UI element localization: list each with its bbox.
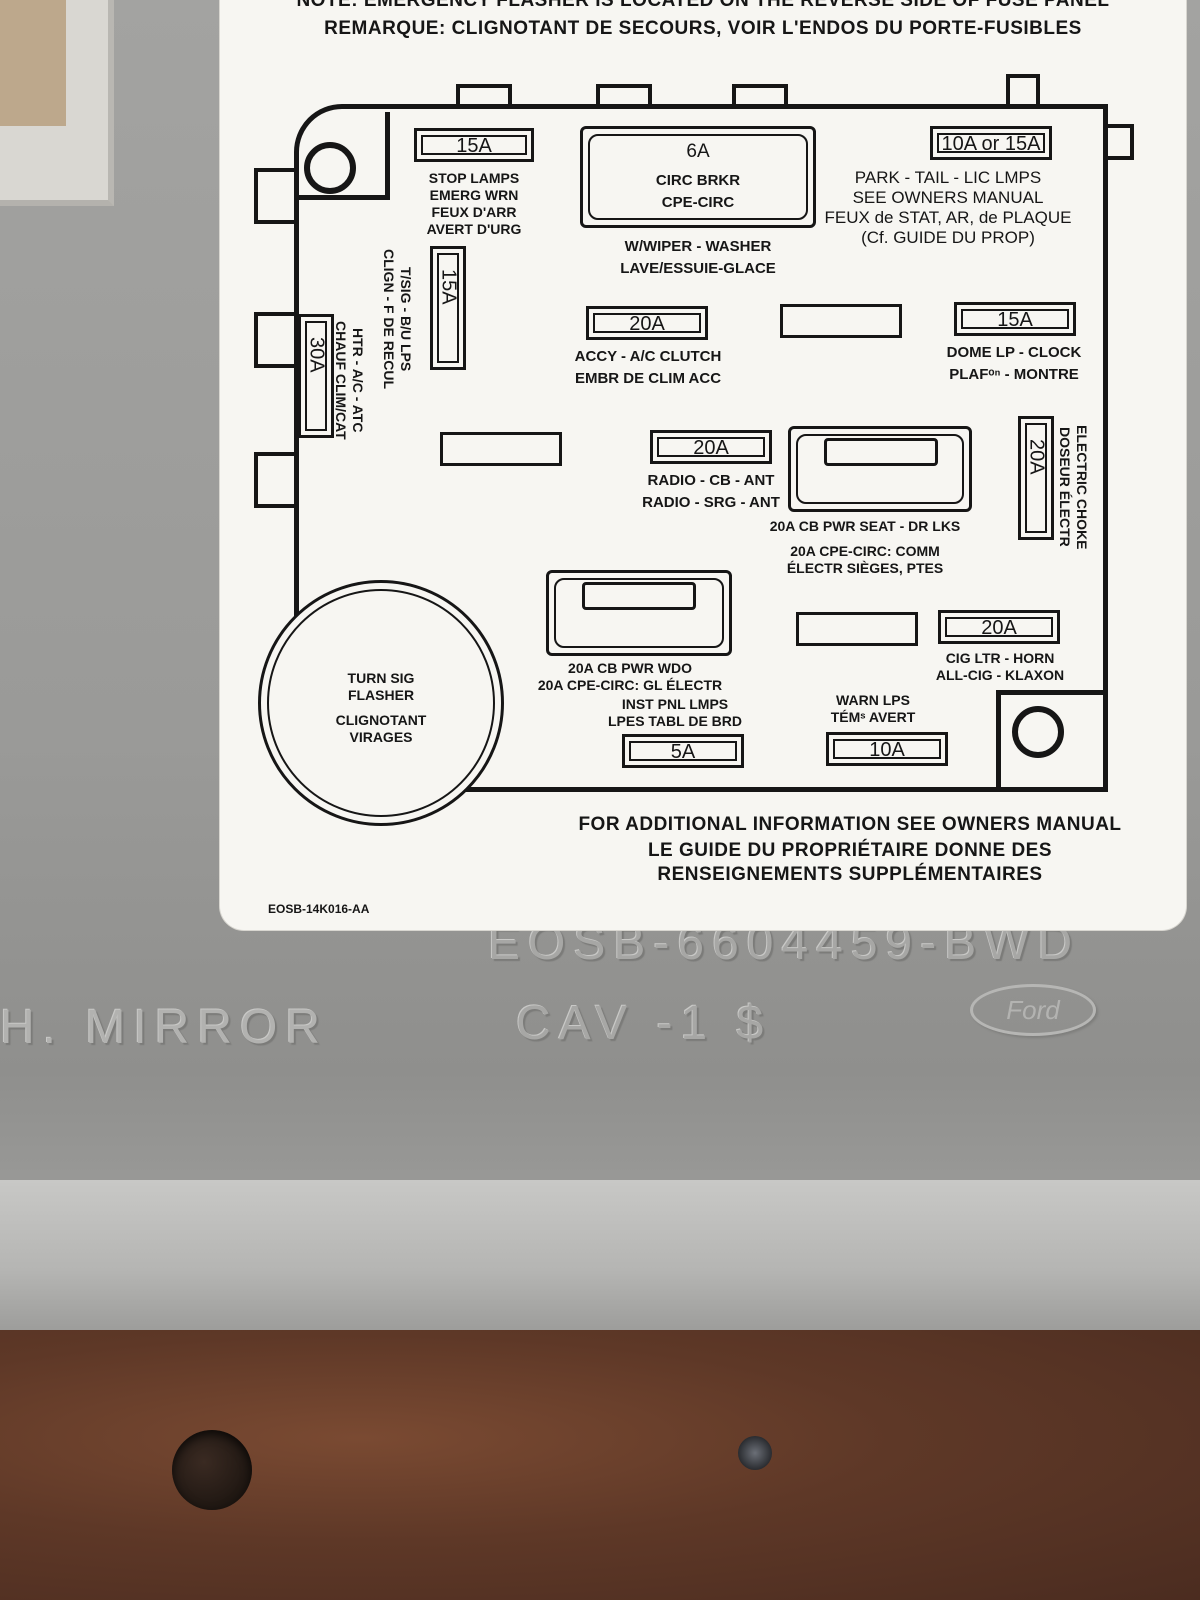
panel-ledge	[0, 1180, 1200, 1330]
power-window-label: 20A CB PWR WDO 20A CPE-CIRC: GL ÉLECTR	[537, 660, 723, 693]
fuse-warning-lamps: 10A	[826, 732, 948, 766]
corner-mount	[294, 112, 390, 200]
power-seat-label: 20A CB PWR SEAT - DR LKS 20A CPE-CIRC: C…	[769, 518, 961, 576]
fuse-electric-choke: 20A	[1018, 416, 1054, 540]
heater-ac-label: HTR - A/C - ATC CHAUF CLIM/CAT	[333, 320, 366, 440]
breaker-terminal	[824, 438, 938, 466]
embossed-cavity-code: CAV -1 $	[516, 997, 772, 1050]
turn-signal-label: T/SIG - B/U LPS CLIGN - F DE RECUL	[381, 249, 414, 389]
fuse-turn-signal: 15A	[430, 246, 466, 370]
block-tab	[254, 452, 298, 508]
footer-french-2: RENSEIGNEMENTS SUPPLÉMENTAIRES	[657, 864, 1043, 885]
empty-fuse-slot	[796, 612, 918, 646]
stop-lamps-label: STOP LAMPS EMERG WRN FEUX D'ARR AVERT D'…	[426, 170, 522, 237]
block-tab	[254, 168, 298, 224]
circuit-breaker-6a	[580, 126, 816, 228]
mounting-hole-bottom-right	[1012, 706, 1064, 758]
fuse-park-tail: 10A or 15A	[930, 126, 1052, 160]
park-tail-label: PARK - TAIL - LIC LMPS SEE OWNERS MANUAL…	[824, 168, 1072, 247]
empty-fuse-slot	[780, 304, 902, 338]
footer-french-1: LE GUIDE DU PROPRIÉTAIRE DONNE DES	[647, 840, 1053, 861]
circuit-breaker-power-window	[546, 570, 732, 656]
fuse-diagram-label: NOTE: EMERGENCY FLASHER IS LOCATED ON TH…	[220, 0, 1186, 930]
block-tab	[1006, 74, 1040, 108]
screw-head	[738, 1436, 772, 1470]
radio-label: RADIO - CB - ANT RADIO - SRG - ANT	[642, 472, 780, 511]
circuit-breaker-rating: 6A	[686, 141, 710, 162]
note-english: NOTE: EMERGENCY FLASHER IS LOCATED ON TH…	[296, 0, 1110, 11]
fuse-block-outline	[294, 104, 1108, 792]
instrument-panel-label: INST PNL LMPS LPES TABL DE BRD	[607, 696, 743, 729]
fuse-accessory: 20A	[586, 306, 708, 340]
fuse-instrument-panel: 5A	[622, 734, 744, 768]
fuse-dome-clock: 15A	[954, 302, 1076, 336]
label-part-code: EOSB-14K016-AA	[268, 902, 370, 916]
flasher-label: TURN SIG FLASHER CLIGNOTANT VIRAGES	[335, 670, 427, 745]
wiper-label: W/WIPER - WASHER LAVE/ESSUIE-GLACE	[620, 238, 776, 277]
circuit-breaker-power-seat	[788, 426, 972, 512]
fuse-heater-ac: 30A	[298, 314, 334, 438]
electric-choke-label: ELECTRIC CHOKE DOSEUR ÉLECTR	[1057, 424, 1090, 550]
block-tab	[254, 312, 298, 368]
fuse-stop-lamps: 15A	[414, 128, 534, 162]
cigar-horn-label: CIG LTR - HORN ALL-CIG - KLAXON	[935, 650, 1065, 683]
breaker-terminal	[582, 582, 696, 610]
fuse-cigar-horn: 20A	[938, 610, 1060, 644]
turn-signal-flasher	[258, 580, 504, 826]
embossed-mirror-text: H. MIRROR	[0, 1001, 328, 1054]
fuse-radio: 20A	[650, 430, 772, 464]
mounting-hole-top-left	[304, 142, 356, 194]
footer-english: FOR ADDITIONAL INFORMATION SEE OWNERS MA…	[578, 814, 1122, 835]
note-french: REMARQUE: CLIGNOTANT DE SECOURS, VOIR L'…	[324, 18, 1082, 39]
ford-logo-emboss: Ford	[970, 984, 1096, 1036]
mounting-hole	[172, 1430, 252, 1510]
circuit-breaker-label: CIRC BRKR CPE-CIRC	[655, 172, 741, 211]
warning-lamps-label: WARN LPS TÉMˢ AVERT	[830, 692, 916, 725]
accessory-label: ACCY - A/C CLUTCH EMBR DE CLIM ACC	[574, 348, 722, 387]
empty-fuse-slot	[440, 432, 562, 466]
block-tab	[1104, 124, 1134, 160]
dome-clock-label: DOME LP - CLOCK PLAFᵒⁿ - MONTRE	[946, 344, 1082, 383]
corner-mount	[996, 690, 1108, 792]
bracket-inner	[0, 0, 66, 126]
